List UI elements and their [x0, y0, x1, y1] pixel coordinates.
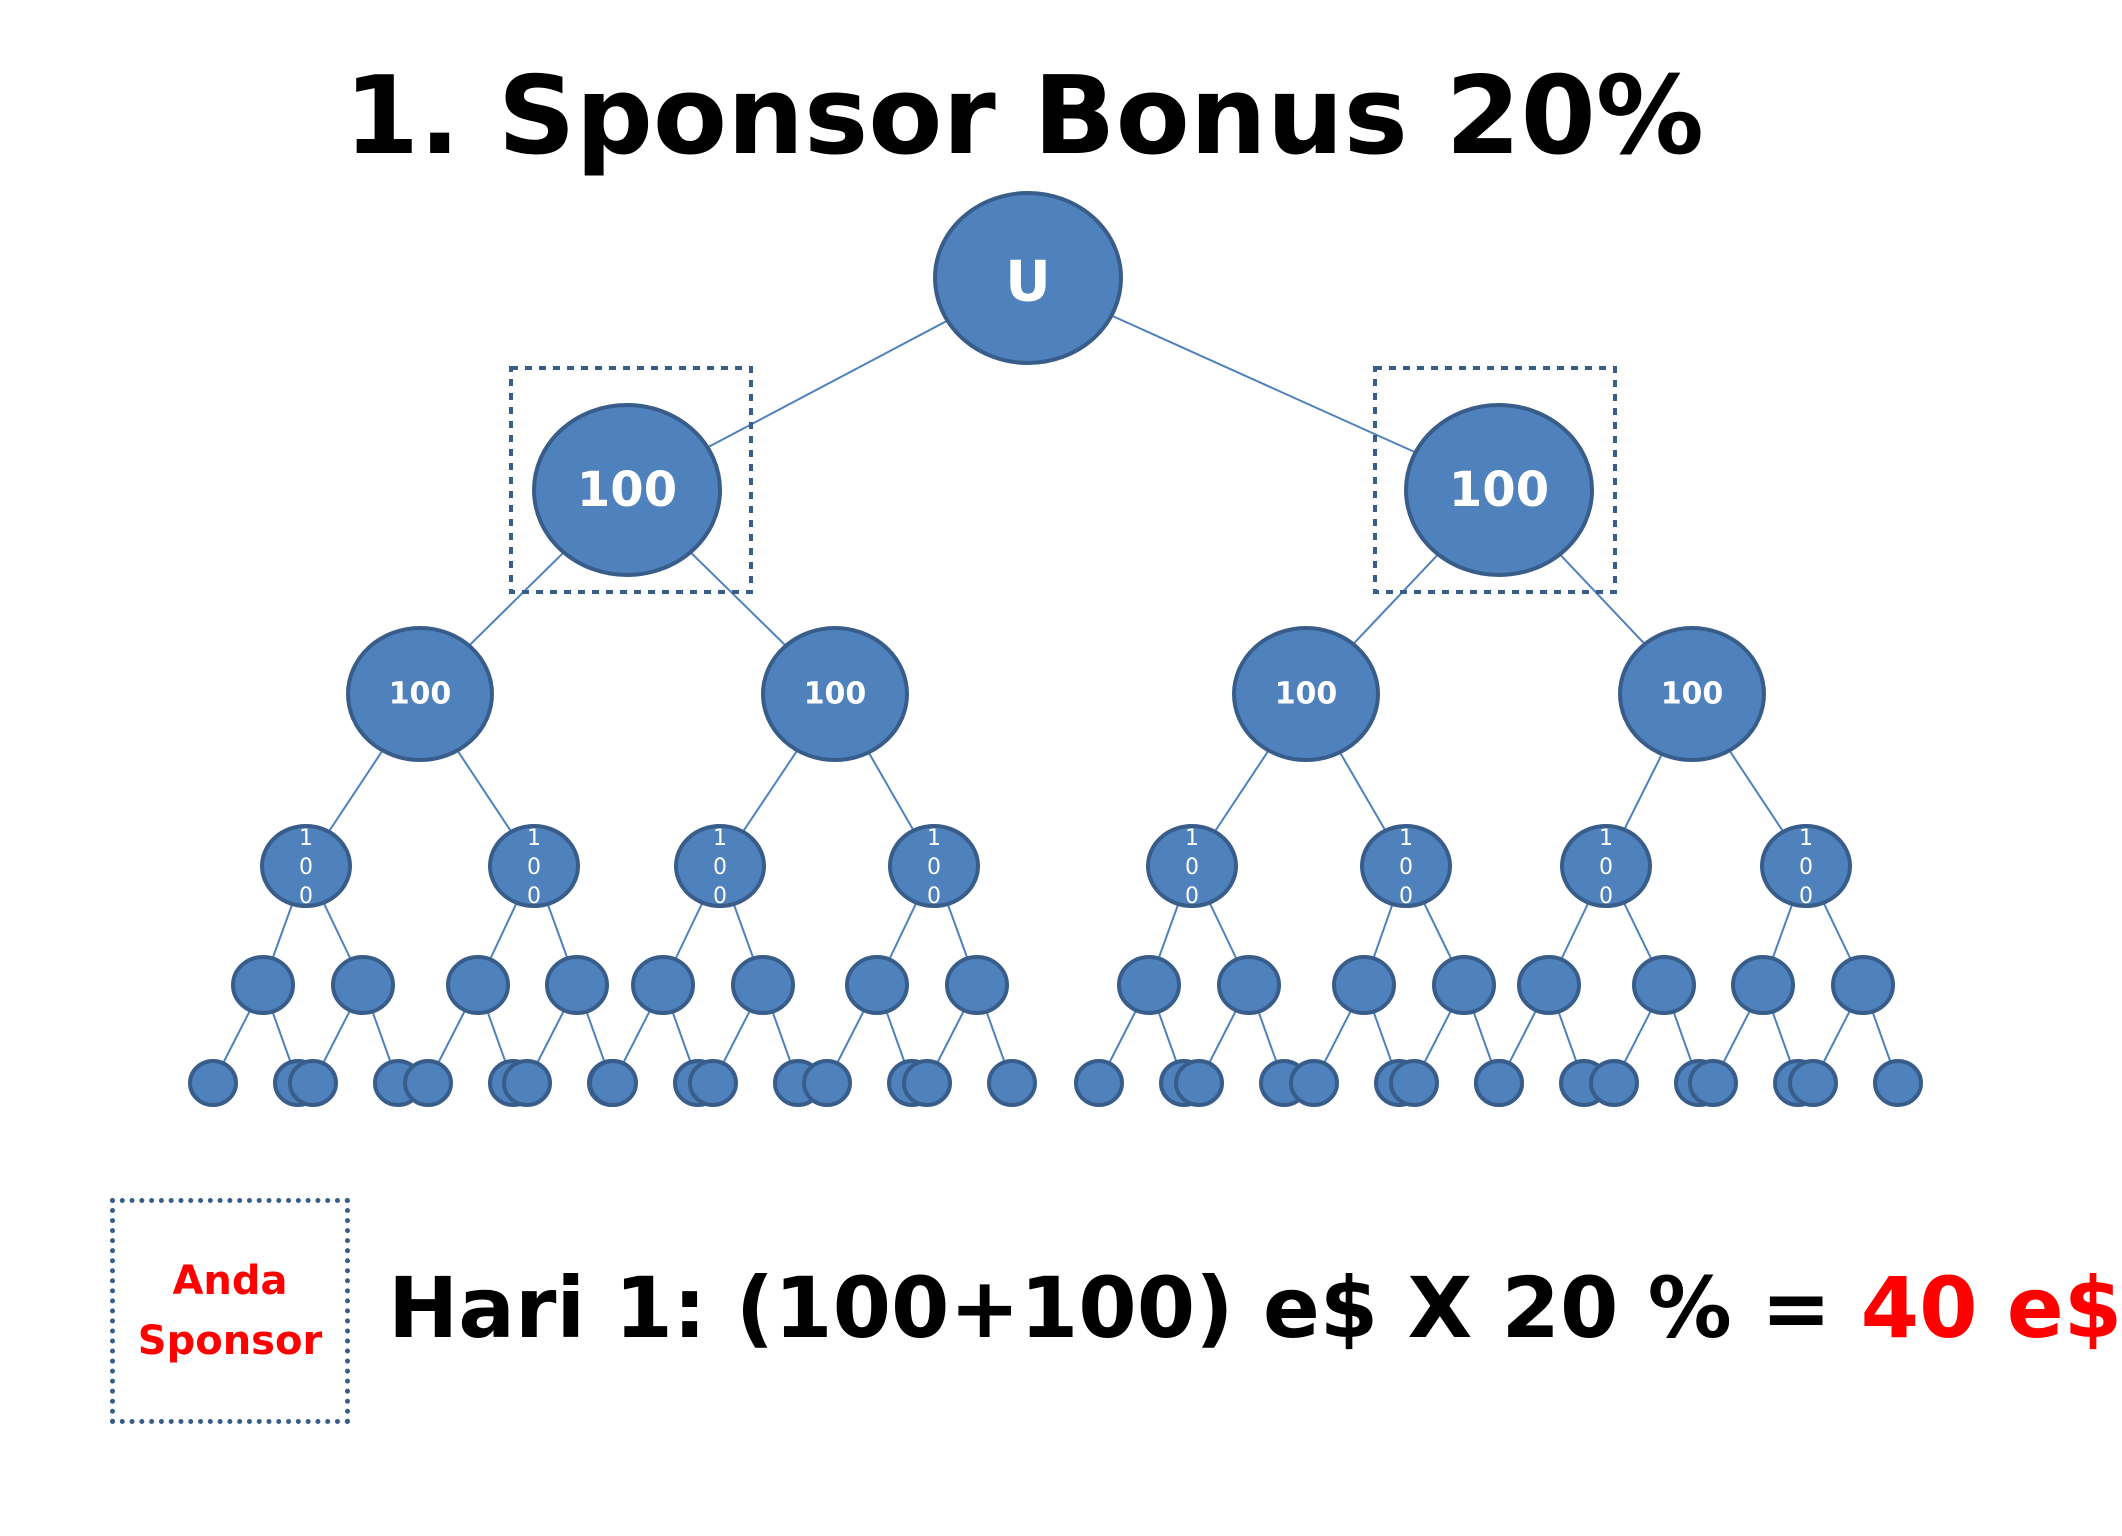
level2-node-label: 100	[1661, 677, 1724, 712]
level3-node	[1760, 824, 1852, 908]
level5-node	[1389, 1059, 1439, 1107]
level5-node	[1688, 1059, 1738, 1107]
level5-node	[688, 1059, 738, 1107]
level4-node	[1731, 955, 1795, 1015]
level2-node	[346, 626, 494, 762]
formula-result: 40 e$	[1860, 1259, 2122, 1357]
level5-node	[1589, 1059, 1639, 1107]
level2-node-label: 100	[804, 677, 867, 712]
level4-node	[231, 955, 295, 1015]
level4-node	[331, 955, 395, 1015]
level3-node	[1146, 824, 1238, 908]
level4-node	[545, 955, 609, 1015]
level4-node	[631, 955, 695, 1015]
slide-title: 1. Sponsor Bonus 20%	[344, 54, 1704, 179]
level4-node	[731, 955, 795, 1015]
bonus-formula: Hari 1: (100+100) e$ X 20 % = 40 e$	[388, 1258, 2122, 1359]
highlight-box-right	[1373, 366, 1617, 594]
level5-node	[502, 1059, 552, 1107]
level5-node	[1873, 1059, 1923, 1107]
level2-node	[761, 626, 909, 762]
level3-node	[488, 824, 580, 908]
level3-node	[674, 824, 766, 908]
level4-node	[446, 955, 510, 1015]
root-node-label: U	[1005, 250, 1050, 315]
highlight-box-left	[509, 366, 753, 594]
level4-node	[1632, 955, 1696, 1015]
level5-node	[403, 1059, 453, 1107]
level4-node	[1117, 955, 1181, 1015]
level3-node	[1560, 824, 1652, 908]
level5-node	[1788, 1059, 1838, 1107]
level1-node-label: 100	[1449, 462, 1549, 518]
level5-node	[1474, 1059, 1524, 1107]
level5-node	[1174, 1059, 1224, 1107]
level5-node	[987, 1059, 1037, 1107]
level2-node	[1618, 626, 1766, 762]
level5-node	[588, 1059, 638, 1107]
level5-node	[188, 1059, 238, 1107]
root-node	[933, 191, 1123, 365]
level2-node	[1232, 626, 1380, 762]
level4-node	[845, 955, 909, 1015]
level4-node	[1831, 955, 1895, 1015]
legend-line-1: Anda	[172, 1258, 288, 1304]
level4-node	[1332, 955, 1396, 1015]
legend-sponsor-box: Anda Sponsor	[110, 1198, 350, 1424]
level5-node	[802, 1059, 852, 1107]
level1-node-label: 100	[577, 462, 677, 518]
level4-node	[1432, 955, 1496, 1015]
level5-node	[288, 1059, 338, 1107]
level4-node	[945, 955, 1009, 1015]
level1-node	[1404, 403, 1594, 577]
level5-node	[1074, 1059, 1124, 1107]
level2-node-label: 100	[389, 677, 452, 712]
formula-expression: Hari 1: (100+100) e$ X 20 % =	[388, 1259, 1861, 1357]
level3-node	[1360, 824, 1452, 908]
sponsor-highlight-boxes	[509, 366, 1617, 594]
level3-node	[260, 824, 352, 908]
level2-node-label: 100	[1275, 677, 1338, 712]
level4-node	[1517, 955, 1581, 1015]
level5-node	[1289, 1059, 1339, 1107]
level1-node	[532, 403, 722, 577]
level5-node	[902, 1059, 952, 1107]
level3-node	[888, 824, 980, 908]
legend-line-2: Sponsor	[137, 1318, 323, 1364]
level4-node	[1217, 955, 1281, 1015]
